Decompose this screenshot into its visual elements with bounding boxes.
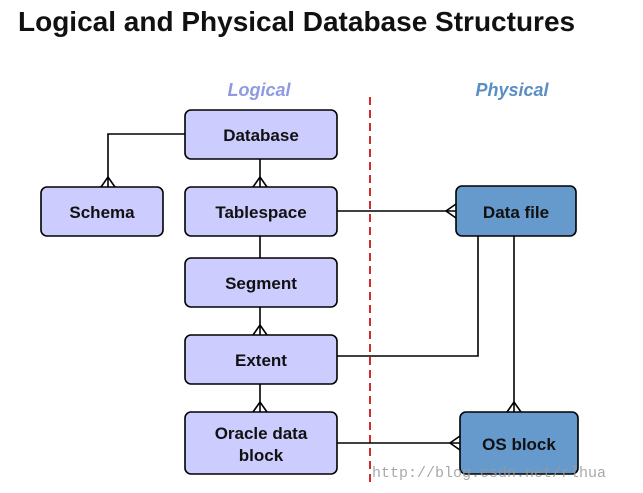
box-segment-label: Segment	[225, 274, 297, 293]
box-segment: Segment	[184, 257, 338, 308]
section-label-physical: Physical	[475, 80, 549, 100]
connector-extent-datafile	[337, 236, 479, 357]
box-oracle-data-block: Oracle data block	[184, 411, 338, 475]
box-tablespace-label: Tablespace	[215, 203, 306, 222]
box-data-file-label: Data file	[483, 203, 549, 222]
box-oracle-block-label-line2: block	[239, 446, 284, 465]
box-data-file: Data file	[455, 185, 577, 237]
box-extent-label: Extent	[235, 351, 287, 370]
box-extent: Extent	[184, 334, 338, 385]
section-label-logical: Logical	[227, 80, 291, 100]
crowfoot-oracle-block	[252, 400, 268, 413]
crowfoot-os-block-left	[448, 435, 461, 451]
crows-feet	[100, 175, 522, 451]
connector-database-schema	[107, 133, 185, 187]
box-database: Database	[184, 109, 338, 160]
box-os-block: OS block	[459, 411, 579, 475]
crowfoot-data-file	[444, 203, 457, 219]
box-tablespace: Tablespace	[184, 186, 338, 237]
crowfoot-os-block-top	[506, 400, 522, 413]
watermark-text: http://blog.csdn.net/rlhua	[372, 465, 606, 482]
connectors	[107, 133, 515, 444]
box-os-block-label: OS block	[482, 435, 556, 454]
crowfoot-extent	[252, 323, 268, 336]
box-schema-label: Schema	[69, 203, 135, 222]
box-database-label: Database	[223, 126, 299, 145]
page-title: Logical and Physical Database Structures	[18, 6, 576, 37]
crowfoot-schema	[100, 175, 116, 188]
box-oracle-block-label-line1: Oracle data	[215, 424, 308, 443]
box-schema: Schema	[40, 186, 164, 237]
crowfoot-tablespace	[252, 175, 268, 188]
